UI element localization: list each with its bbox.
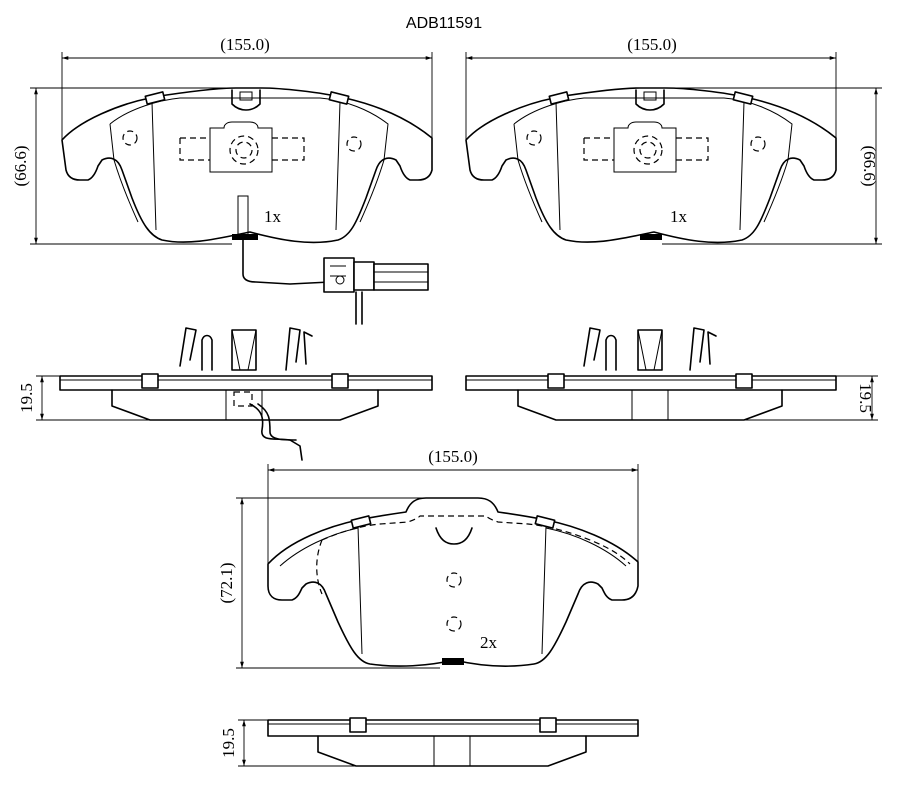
qty-label-top-left: 1x [264,207,282,226]
dimension-height-top-right [662,87,882,245]
width-label-top-right: (155.0) [627,35,677,54]
dimension-thickness-bottom-side [238,719,356,767]
height-label-top-right: (66.6) [860,145,879,186]
pad-front-view-left [61,87,433,325]
thickness-label-side-left: 19.5 [17,383,36,413]
qty-label-bottom: 2x [480,633,498,652]
pad-side-view-left [59,327,433,461]
thickness-label-bottom-side: 19.5 [219,728,238,758]
pad-side-view-right [465,327,837,421]
dimension-height-bottom [236,497,440,669]
width-label-bottom: (155.0) [428,447,478,466]
thickness-label-side-right: 19.5 [856,383,875,413]
dimension-width-top-right [465,52,837,140]
dimension-width-bottom [267,464,639,564]
dimension-height-top-left [30,87,236,245]
height-label-bottom: (72.1) [217,562,236,603]
width-label-top-left: (155.0) [220,35,270,54]
height-label-top-left: (66.6) [11,145,30,186]
drawing-title: ADB11591 [406,15,482,32]
pad-front-view-right [465,87,837,244]
dimension-width-top-left [61,52,433,140]
qty-label-top-right: 1x [670,207,688,226]
dimension-thickness-side-left [36,375,150,421]
pad-front-view-bottom [267,497,639,667]
dimension-thickness-side-right [744,375,878,421]
pad-side-view-bottom [267,717,639,767]
